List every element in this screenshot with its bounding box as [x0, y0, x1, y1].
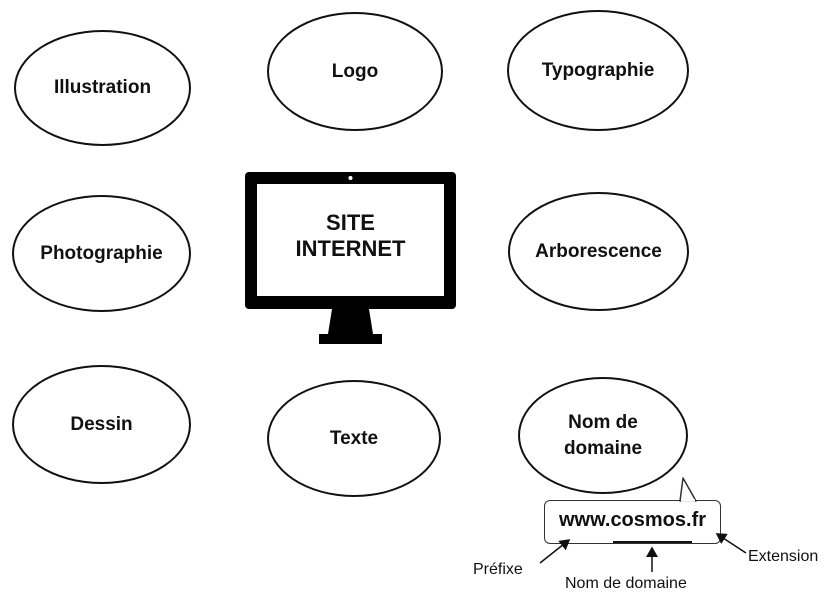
node-nom-de-domaine-label: Nom de domaine: [563, 411, 643, 459]
node-typographie-label: Typographie: [541, 59, 655, 81]
node-photographie: Photographie: [12, 195, 191, 312]
node-texte-label: Texte: [329, 427, 379, 449]
node-dessin: Dessin: [12, 365, 191, 484]
node-logo: Logo: [267, 12, 443, 131]
node-nom-de-domaine: Nom de domaine: [518, 377, 688, 494]
node-typographie: Typographie: [507, 10, 689, 131]
prefix-label: Préfixe: [473, 561, 523, 578]
node-illustration: Illustration: [14, 30, 191, 146]
node-photographie-label: Photographie: [40, 242, 163, 264]
node-dessin-label: Dessin: [70, 413, 133, 435]
site-internet-title: SITE INTERNET: [295, 210, 406, 262]
node-texte: Texte: [267, 380, 441, 497]
url-callout: [544, 500, 721, 544]
node-arborescence: Arborescence: [508, 192, 689, 311]
node-arborescence-label: Arborescence: [535, 240, 662, 262]
url-example: www.cosmos.fr: [558, 509, 707, 531]
callout-tail: [679, 477, 697, 502]
monitor-icon: [245, 172, 456, 344]
extension-arrow: [715, 533, 747, 554]
extension-label: Extension: [748, 548, 819, 565]
domain-name-label: Nom de domaine: [565, 575, 687, 592]
node-logo-label: Logo: [331, 60, 379, 82]
node-illustration-label: Illustration: [53, 77, 152, 99]
